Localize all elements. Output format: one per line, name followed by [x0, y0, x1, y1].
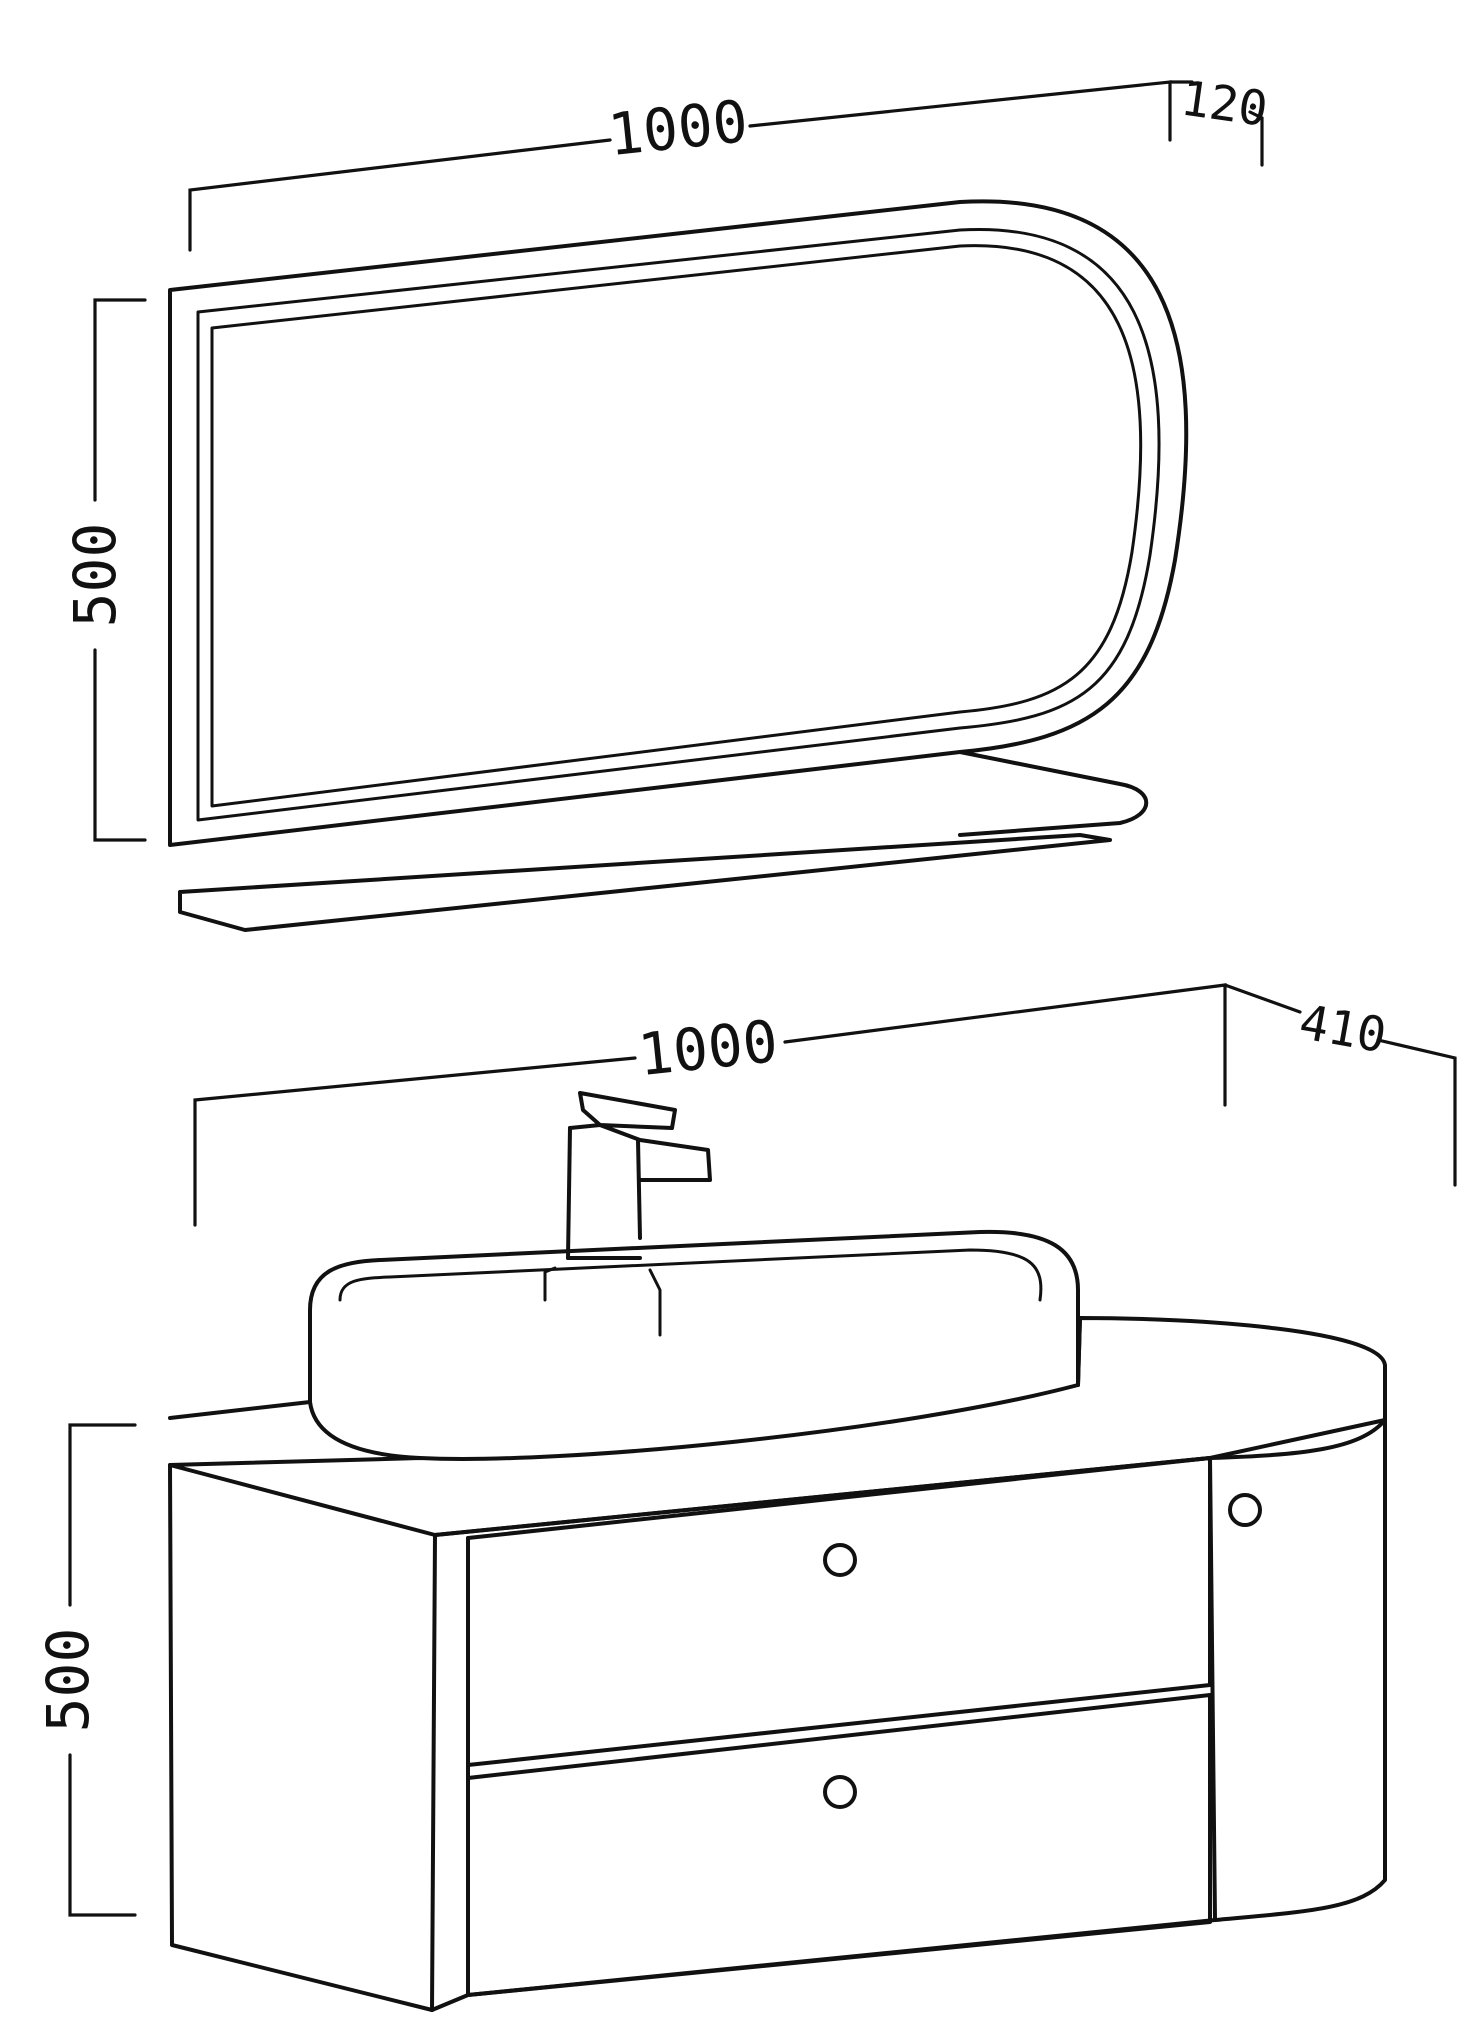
vanity-depth-dimension: 410	[1223, 983, 1457, 1187]
mirror-glass	[210, 244, 1143, 808]
mirror-height-label: 500	[61, 523, 129, 628]
mirror	[168, 199, 1189, 932]
side-door[interactable]	[1208, 1456, 1217, 1922]
vanity-width-label: 1000	[635, 1007, 781, 1089]
vanity-height-dimension: 500	[34, 1423, 137, 1917]
top-drawer[interactable]	[466, 1456, 1212, 1767]
vanity-width-dimension: 1000	[193, 983, 1227, 1227]
mirror-width-label: 1000	[605, 87, 751, 169]
mirror-depth-label: 120	[1177, 70, 1271, 138]
vessel-basin	[308, 1229, 1080, 1460]
mirror-depth-dimension: 120	[1168, 70, 1271, 167]
bottom-drawer-knob[interactable]	[823, 1775, 857, 1809]
vanity	[168, 1091, 1387, 2012]
faucet	[543, 1091, 712, 1337]
mirror-outer-frame	[168, 199, 1189, 847]
top-drawer-knob[interactable]	[823, 1543, 857, 1577]
mirror-middle-frame	[196, 227, 1161, 822]
vanity-height-label: 500	[34, 1628, 102, 1733]
mirror-lower-shelf	[178, 833, 1112, 932]
mirror-shelf-right	[958, 750, 1149, 837]
mirror-height-dimension: 500	[61, 298, 147, 842]
side-door-knob[interactable]	[1228, 1493, 1262, 1527]
vanity-depth-label: 410	[1295, 994, 1390, 1064]
bottom-drawer[interactable]	[466, 1693, 1212, 1997]
mirror-width-dimension: 1000	[188, 80, 1172, 252]
countertop	[168, 1316, 1387, 1537]
